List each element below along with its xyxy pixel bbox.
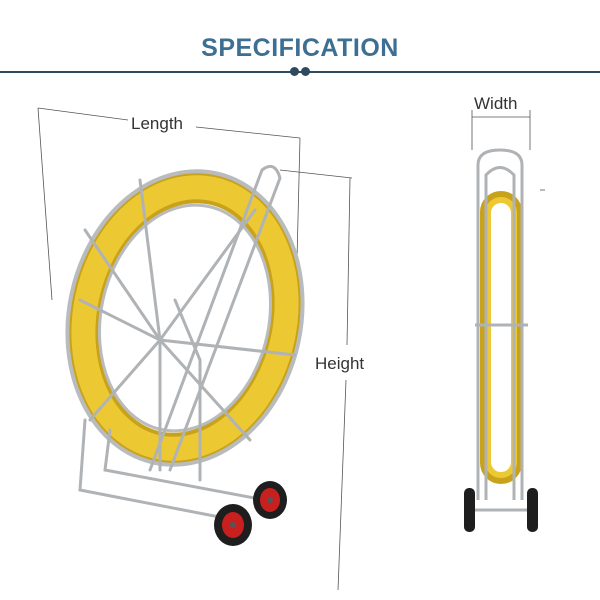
wheel bbox=[253, 481, 287, 519]
divider-dot bbox=[301, 67, 310, 76]
height-label: Height bbox=[315, 354, 364, 373]
dimension-lines bbox=[37, 107, 545, 591]
reel-side-view bbox=[464, 148, 538, 532]
length-label: Length bbox=[131, 114, 183, 133]
wheel bbox=[527, 488, 538, 532]
page-title: SPECIFICATION bbox=[201, 34, 399, 62]
wheel bbox=[464, 488, 475, 532]
title-divider bbox=[0, 71, 600, 73]
wheel bbox=[214, 504, 252, 546]
width-label: Width bbox=[474, 94, 517, 113]
reel-front-view bbox=[65, 164, 305, 546]
divider-dot bbox=[290, 67, 299, 76]
